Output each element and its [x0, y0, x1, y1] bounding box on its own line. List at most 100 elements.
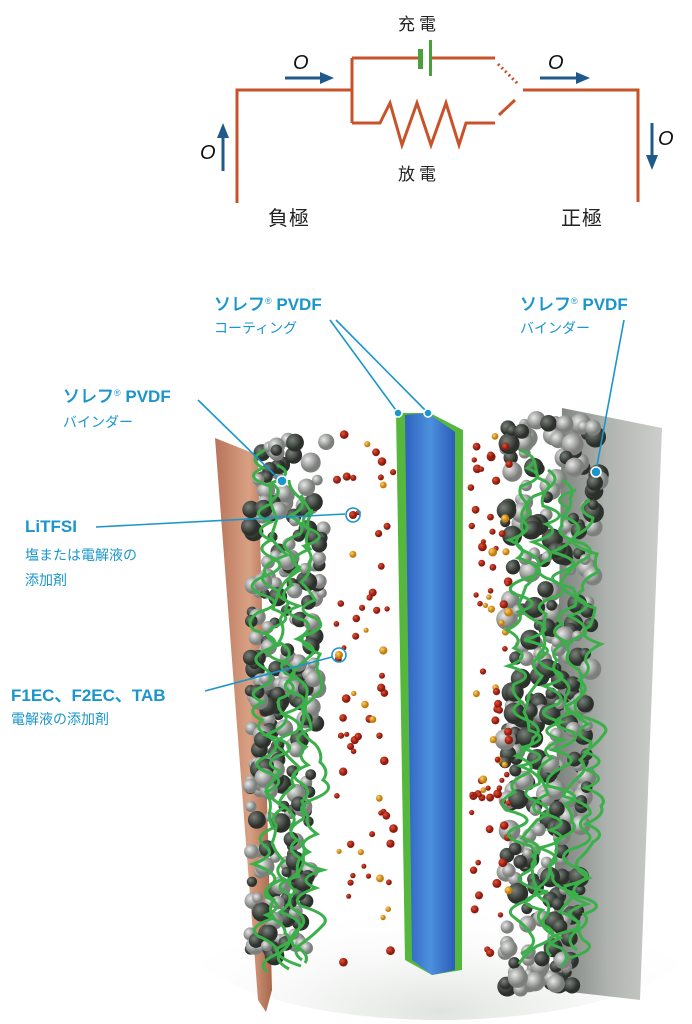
electrolyte-particle — [471, 457, 477, 463]
electrolyte-particle — [493, 789, 502, 799]
electrolyte-particle — [498, 619, 505, 626]
active-material-particle — [500, 920, 514, 934]
electrolyte-particle — [373, 606, 381, 614]
positive-wire — [523, 88, 640, 202]
electrolyte-particle — [359, 604, 366, 611]
electrolyte-particle — [344, 731, 350, 737]
electrolyte-particle — [489, 528, 496, 535]
flow-label: O — [548, 52, 564, 74]
electrolyte-particle — [492, 688, 501, 696]
active-material-particle — [582, 501, 604, 523]
electrolyte-particle — [390, 469, 397, 476]
additives-callout-desc: 電解液の添加剤 — [11, 712, 109, 728]
active-material-particle — [564, 977, 581, 994]
switch-dotted — [496, 62, 520, 86]
electrolyte-particle — [337, 600, 345, 607]
electrolyte-particle — [501, 442, 510, 451]
active-material-particle — [275, 484, 294, 503]
electrolyte-particle — [489, 736, 497, 744]
electrolyte-particle — [337, 732, 345, 739]
additives-callout-title: F1EC、F2EC、TAB — [11, 686, 166, 705]
electrolyte-particle — [475, 859, 482, 866]
active-material-particle — [505, 560, 521, 575]
electrolyte-particle — [480, 787, 487, 793]
active-material-particle — [242, 500, 260, 519]
electrolyte-particle — [336, 848, 342, 854]
electrolyte-particle — [347, 743, 355, 750]
electrolyte-particle — [352, 632, 360, 640]
electrolyte-particle — [471, 505, 480, 514]
electrolyte-particle — [361, 863, 367, 869]
electrolyte-particle — [386, 839, 395, 848]
electrolyte-particle — [504, 607, 513, 617]
electrolyte-particle — [334, 793, 340, 799]
electrolyte-particle — [487, 605, 495, 613]
electrolyte-particle — [482, 602, 489, 609]
electrolyte-particle — [369, 716, 377, 723]
active-material-particle — [252, 892, 264, 904]
electrolyte-particle — [376, 732, 383, 739]
active-material-particle — [552, 919, 568, 934]
flow-label: O — [658, 128, 674, 150]
active-material-particle — [260, 924, 278, 942]
active-material-particle — [556, 415, 574, 433]
active-material-particle — [241, 517, 260, 537]
active-material-particle — [506, 882, 529, 905]
litfsi-callout-desc: 塩または電解液の — [25, 548, 137, 564]
active-material-particle — [500, 939, 518, 958]
electrolyte-particle — [384, 606, 390, 612]
electrolyte-particle — [350, 474, 357, 481]
active-material-particle — [297, 478, 316, 496]
electrolyte-particle — [489, 563, 497, 571]
active-material-particle — [585, 419, 601, 436]
active-material-particle — [546, 974, 565, 993]
electrolyte-particle — [363, 627, 369, 633]
electrolyte-particle — [375, 794, 383, 802]
electrolyte-particle — [339, 714, 347, 722]
flow-label: O — [293, 52, 309, 74]
battery-icon — [418, 40, 432, 76]
electrolyte-particle — [491, 716, 500, 725]
cathode-binder-callout-title: ソレフ® PVDF — [520, 295, 628, 314]
active-material-particle — [540, 415, 557, 432]
electrolyte-particle — [379, 646, 388, 655]
electrolyte-particle — [478, 466, 485, 472]
active-material-particle — [534, 951, 550, 967]
active-material-particle — [561, 433, 584, 456]
active-material-particle — [247, 811, 266, 829]
active-material-particle — [565, 457, 585, 477]
arrow-up-icon — [217, 123, 229, 171]
litfsi-callout-desc: 添加剤 — [25, 573, 67, 589]
negative-electrode-label: 負極 — [268, 206, 310, 230]
active-material-particle — [575, 884, 586, 896]
electrolyte-particle — [501, 761, 508, 768]
electrolyte-particle — [486, 948, 495, 958]
electrolyte-particle — [365, 873, 372, 879]
electrolyte-particle — [339, 767, 348, 776]
active-material-particle — [281, 866, 292, 878]
electrolyte-particle — [469, 866, 478, 874]
active-material-particle — [509, 764, 522, 777]
electrolyte-particle — [504, 735, 513, 745]
active-material-particle — [496, 500, 517, 521]
binder-strand — [568, 498, 608, 952]
electrolyte-particle — [375, 530, 383, 538]
electrolyte-particle — [352, 614, 361, 623]
electrolyte-particle — [366, 594, 373, 601]
electrolyte-particle — [369, 831, 376, 838]
switch — [497, 98, 517, 117]
electrolyte-particle — [377, 457, 387, 466]
electrolyte-particle — [504, 727, 513, 736]
electrolyte-particle — [505, 460, 513, 468]
arrow-right-icon — [285, 72, 334, 84]
electrolyte-particle — [347, 840, 355, 848]
electrolyte-particle — [379, 481, 387, 489]
active-material-particle — [312, 551, 327, 565]
active-material-particle — [551, 897, 564, 911]
electrolyte-particle — [468, 522, 475, 530]
electrolyte-particle — [350, 748, 357, 755]
electrolyte-particle — [349, 550, 357, 558]
electrolyte-particle — [364, 441, 371, 448]
electrolyte-particle — [502, 646, 508, 652]
